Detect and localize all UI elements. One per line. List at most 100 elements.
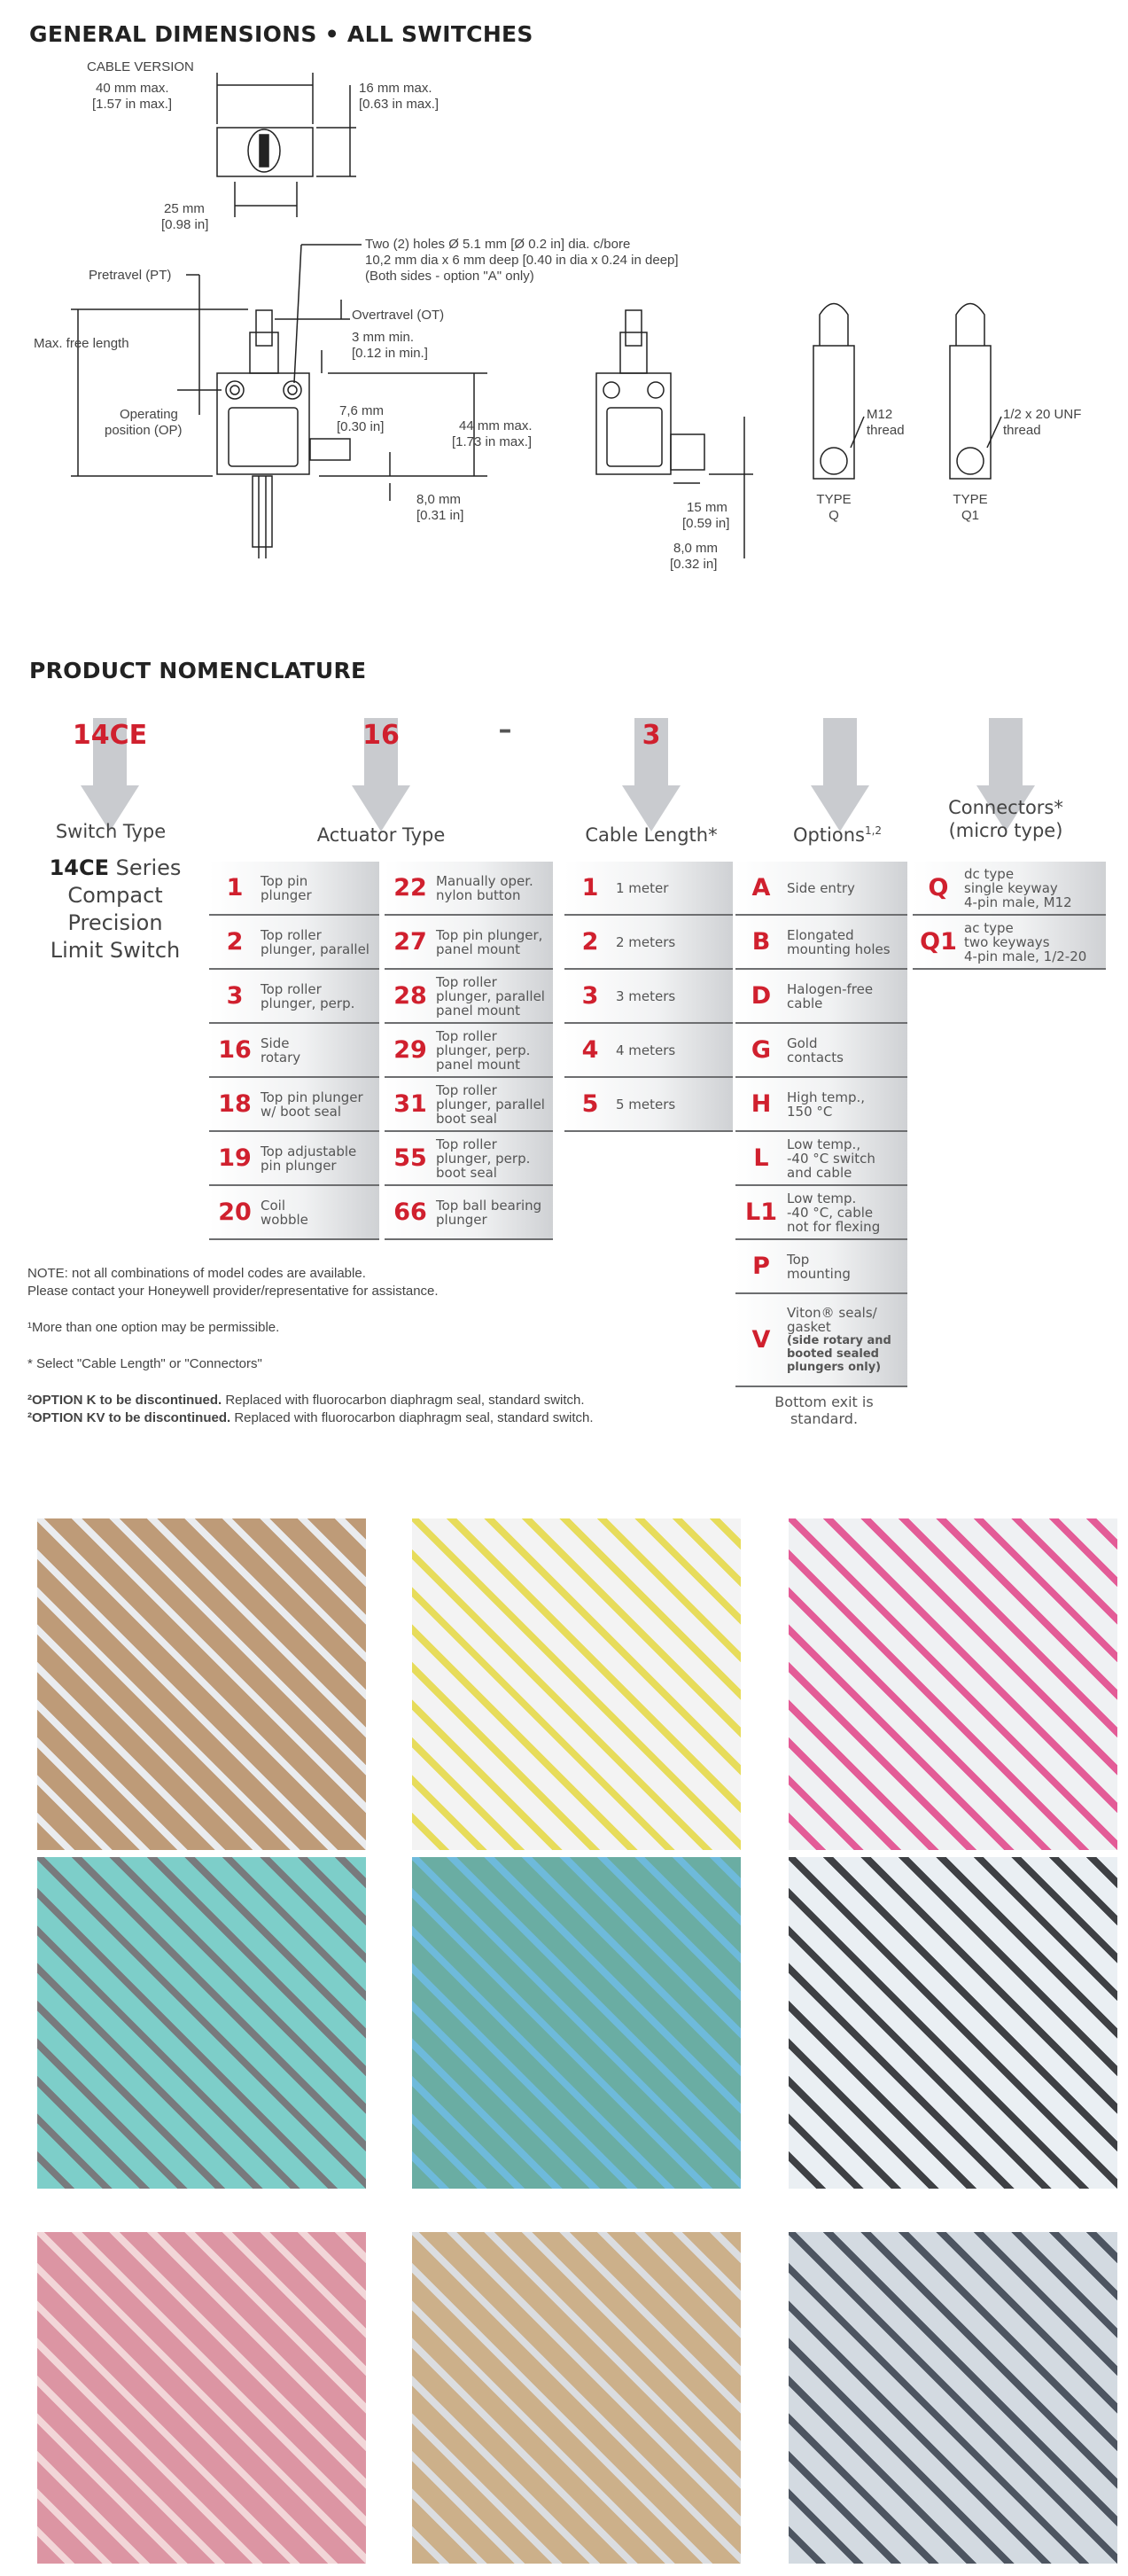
row-code: 28 <box>393 982 427 1010</box>
switch-desc-line: Compact <box>67 883 163 908</box>
row-description: Top roller plunger, perp. panel mount <box>436 1029 530 1072</box>
row-note: (side rotary and booted sealed plungers … <box>787 1334 891 1374</box>
holes-note-2: 10,2 mm dia x 6 mm deep [0.40 in dia x 0… <box>365 253 679 268</box>
row-description-text: High temp., 150 °C <box>787 1089 866 1120</box>
type-q1-body <box>949 345 992 480</box>
row-description-text: Top roller plunger, parallel panel mount <box>436 973 545 1019</box>
dimensions-drawing: CABLE VERSION 40 mm max. [1.57 in max.] … <box>34 59 1081 572</box>
row-code: 1 <box>226 874 244 902</box>
row-description: High temp., 150 °C <box>787 1090 865 1119</box>
cable-length-label: Cable Length* <box>585 824 718 846</box>
row-code: 1 <box>581 874 599 902</box>
row-code: V <box>751 1326 771 1354</box>
dim-25mm: 25 mm <box>164 201 205 216</box>
row-code: 19 <box>218 1144 252 1172</box>
row-code: L1 <box>745 1198 777 1226</box>
row-code: 55 <box>393 1144 427 1172</box>
row-description-text: dc type single keyway 4-pin male, M12 <box>964 865 1072 910</box>
connectors-label: Connectors*(micro type) <box>922 796 1090 842</box>
option-k-bold: ²OPTION K to be discontinued. <box>27 1393 222 1408</box>
dim-8mm-b: 8,0 mm <box>673 541 718 556</box>
top-view-actuator <box>247 129 281 173</box>
type-q-label: TYPE <box>816 492 851 507</box>
photo-honeywell-boxes <box>37 1518 366 1850</box>
row-description-text: Top pin plunger <box>261 872 312 903</box>
row-code: 31 <box>393 1090 427 1118</box>
row-description-text: Coil wobble <box>261 1197 308 1228</box>
dim-16mm: 16 mm max. <box>359 81 432 96</box>
type-q1-code: Q1 <box>961 508 979 523</box>
unf-label: 1/2 x 20 UNF <box>1003 407 1081 422</box>
row-code: 20 <box>218 1198 252 1226</box>
note-2: Please contact your Honeywell provider/r… <box>27 1284 439 1299</box>
table-row: 22 Manually oper. nylon button <box>385 862 553 916</box>
switch-desc-line: Limit Switch <box>50 938 181 963</box>
options-label-text: Options <box>792 824 865 846</box>
row-description: Top pin plunger <box>261 874 312 902</box>
row-description: Gold contacts <box>787 1036 844 1065</box>
row-code: B <box>751 928 771 956</box>
row-code: G <box>751 1036 772 1064</box>
nomenclature-title: PRODUCT NOMENCLATURE <box>29 658 367 683</box>
option-kv-bold: ²OPTION KV to be discontinued. <box>27 1410 231 1425</box>
row-description: Top roller plunger, perp. boot seal <box>436 1137 530 1180</box>
photo-blue-switches-tray <box>412 1857 741 2189</box>
dim-8mm-in: [0.31 in] <box>416 508 463 523</box>
row-description-text: Top roller plunger, perp. panel mount <box>436 1027 531 1073</box>
dim-3mm-in: [0.12 in min.] <box>352 346 428 361</box>
row-code: 22 <box>393 874 427 902</box>
table-row: 1 Top pin plunger <box>209 862 379 916</box>
row-description: Low temp., -40 °C switch and cable <box>787 1137 875 1180</box>
row-description: 2 meters <box>616 935 675 949</box>
row-description-text: 2 meters <box>616 933 676 950</box>
dim-3mm: 3 mm min. <box>352 330 414 345</box>
top-view-body <box>216 127 314 177</box>
row-description-text: Top roller plunger, perp. <box>261 980 355 1011</box>
row-description-text: Low temp., -40 °C switch and cable <box>787 1136 875 1181</box>
dim-7-6mm-in: [0.30 in] <box>337 419 384 434</box>
row-description: Top mounting <box>787 1253 851 1281</box>
op-label-1: Operating <box>120 407 178 422</box>
switch-series-bold: 14CE <box>49 855 109 880</box>
row-description-text: Manually oper. nylon button <box>436 872 533 903</box>
row-code: 4 <box>581 1036 599 1064</box>
table-row: 20 Coil wobble <box>209 1186 379 1240</box>
code-switch: 14CE <box>72 720 148 751</box>
row-description-text: ac type two keyways 4-pin male, 1/2-20 <box>964 919 1087 964</box>
row-description: Top pin plunger, panel mount <box>436 928 542 956</box>
row-description-text: Elongated mounting holes <box>787 926 891 957</box>
row-description-text: 4 meters <box>616 1042 676 1058</box>
code-cable: 3 <box>642 720 661 751</box>
row-code: L <box>753 1144 769 1172</box>
photo-barcode-boxes <box>789 1518 1117 1850</box>
options-footer: Bottom exit is standard. <box>774 1393 874 1427</box>
m12-label: M12 <box>867 407 892 422</box>
photo-roller-switches-tray <box>789 1857 1117 2189</box>
row-description: Viton® seals/ gasket(side rotary and boo… <box>787 1306 907 1374</box>
dim-15mm: 15 mm <box>687 500 727 515</box>
row-description: 5 meters <box>616 1097 675 1112</box>
code-actuator: 16 <box>362 720 400 751</box>
photo-attention-boxes <box>412 1518 741 1850</box>
row-description: Top pin plunger w/ boot seal <box>261 1090 363 1119</box>
dim-15mm-in: [0.59 in] <box>682 516 729 531</box>
switch-desc-line: Series <box>115 855 182 880</box>
table-row: L Low temp., -40 °C switch and cable <box>735 1132 907 1186</box>
actuator-type-label: Actuator Type <box>316 824 446 846</box>
unf-thread-label: thread <box>1003 423 1041 438</box>
footnote-asterisk: * Select "Cable Length" or "Connectors" <box>27 1356 262 1371</box>
table-row: B Elongated mounting holes <box>735 916 907 970</box>
row-code: 18 <box>218 1090 252 1118</box>
row-description-text: Top adjustable pin plunger <box>261 1143 357 1174</box>
row-code: P <box>752 1253 770 1280</box>
